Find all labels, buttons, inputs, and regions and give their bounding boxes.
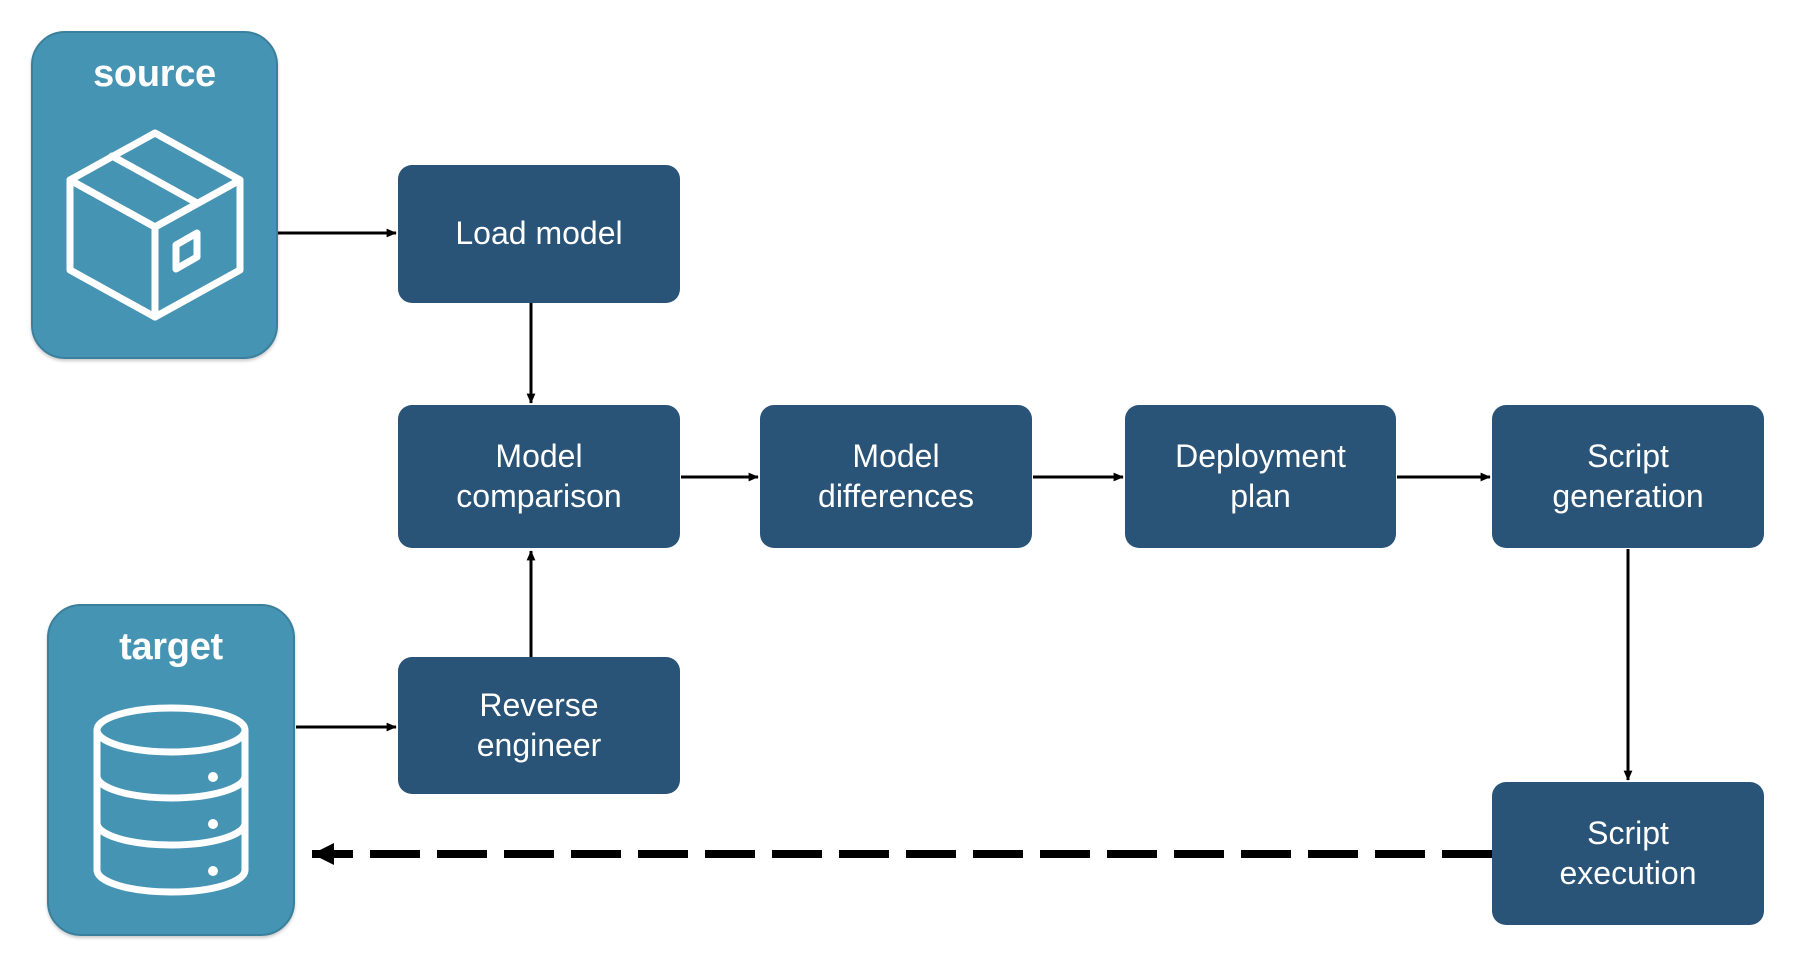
- endpoint-source[interactable]: source: [31, 31, 278, 359]
- endpoint-target-label: target: [119, 626, 223, 668]
- process-reverse-engineer-label: Reverse engineer: [476, 687, 602, 763]
- process-load-model[interactable]: Load model: [398, 165, 680, 303]
- process-script-generation-label: Script generation: [1552, 438, 1704, 514]
- process-model-differences[interactable]: Model differences: [760, 405, 1032, 548]
- process-model-comparison-label: Model comparison: [456, 438, 622, 514]
- process-deployment-plan-label: Deployment plan: [1175, 438, 1346, 514]
- process-script-execution-label: Script execution: [1559, 815, 1697, 891]
- process-model-differences-label: Model differences: [818, 438, 974, 514]
- process-deployment-plan[interactable]: Deployment plan: [1125, 405, 1396, 548]
- process-load-model-label: Load model: [455, 215, 623, 252]
- process-script-execution[interactable]: Script execution: [1492, 782, 1764, 925]
- package-box-icon: [33, 93, 276, 357]
- process-model-comparison[interactable]: Model comparison: [398, 405, 680, 548]
- process-reverse-engineer[interactable]: Reverse engineer: [398, 657, 680, 794]
- endpoint-target[interactable]: target: [47, 604, 295, 936]
- database-cylinder-icon: [49, 666, 293, 934]
- endpoint-source-label: source: [93, 53, 216, 95]
- process-script-generation[interactable]: Script generation: [1492, 405, 1764, 548]
